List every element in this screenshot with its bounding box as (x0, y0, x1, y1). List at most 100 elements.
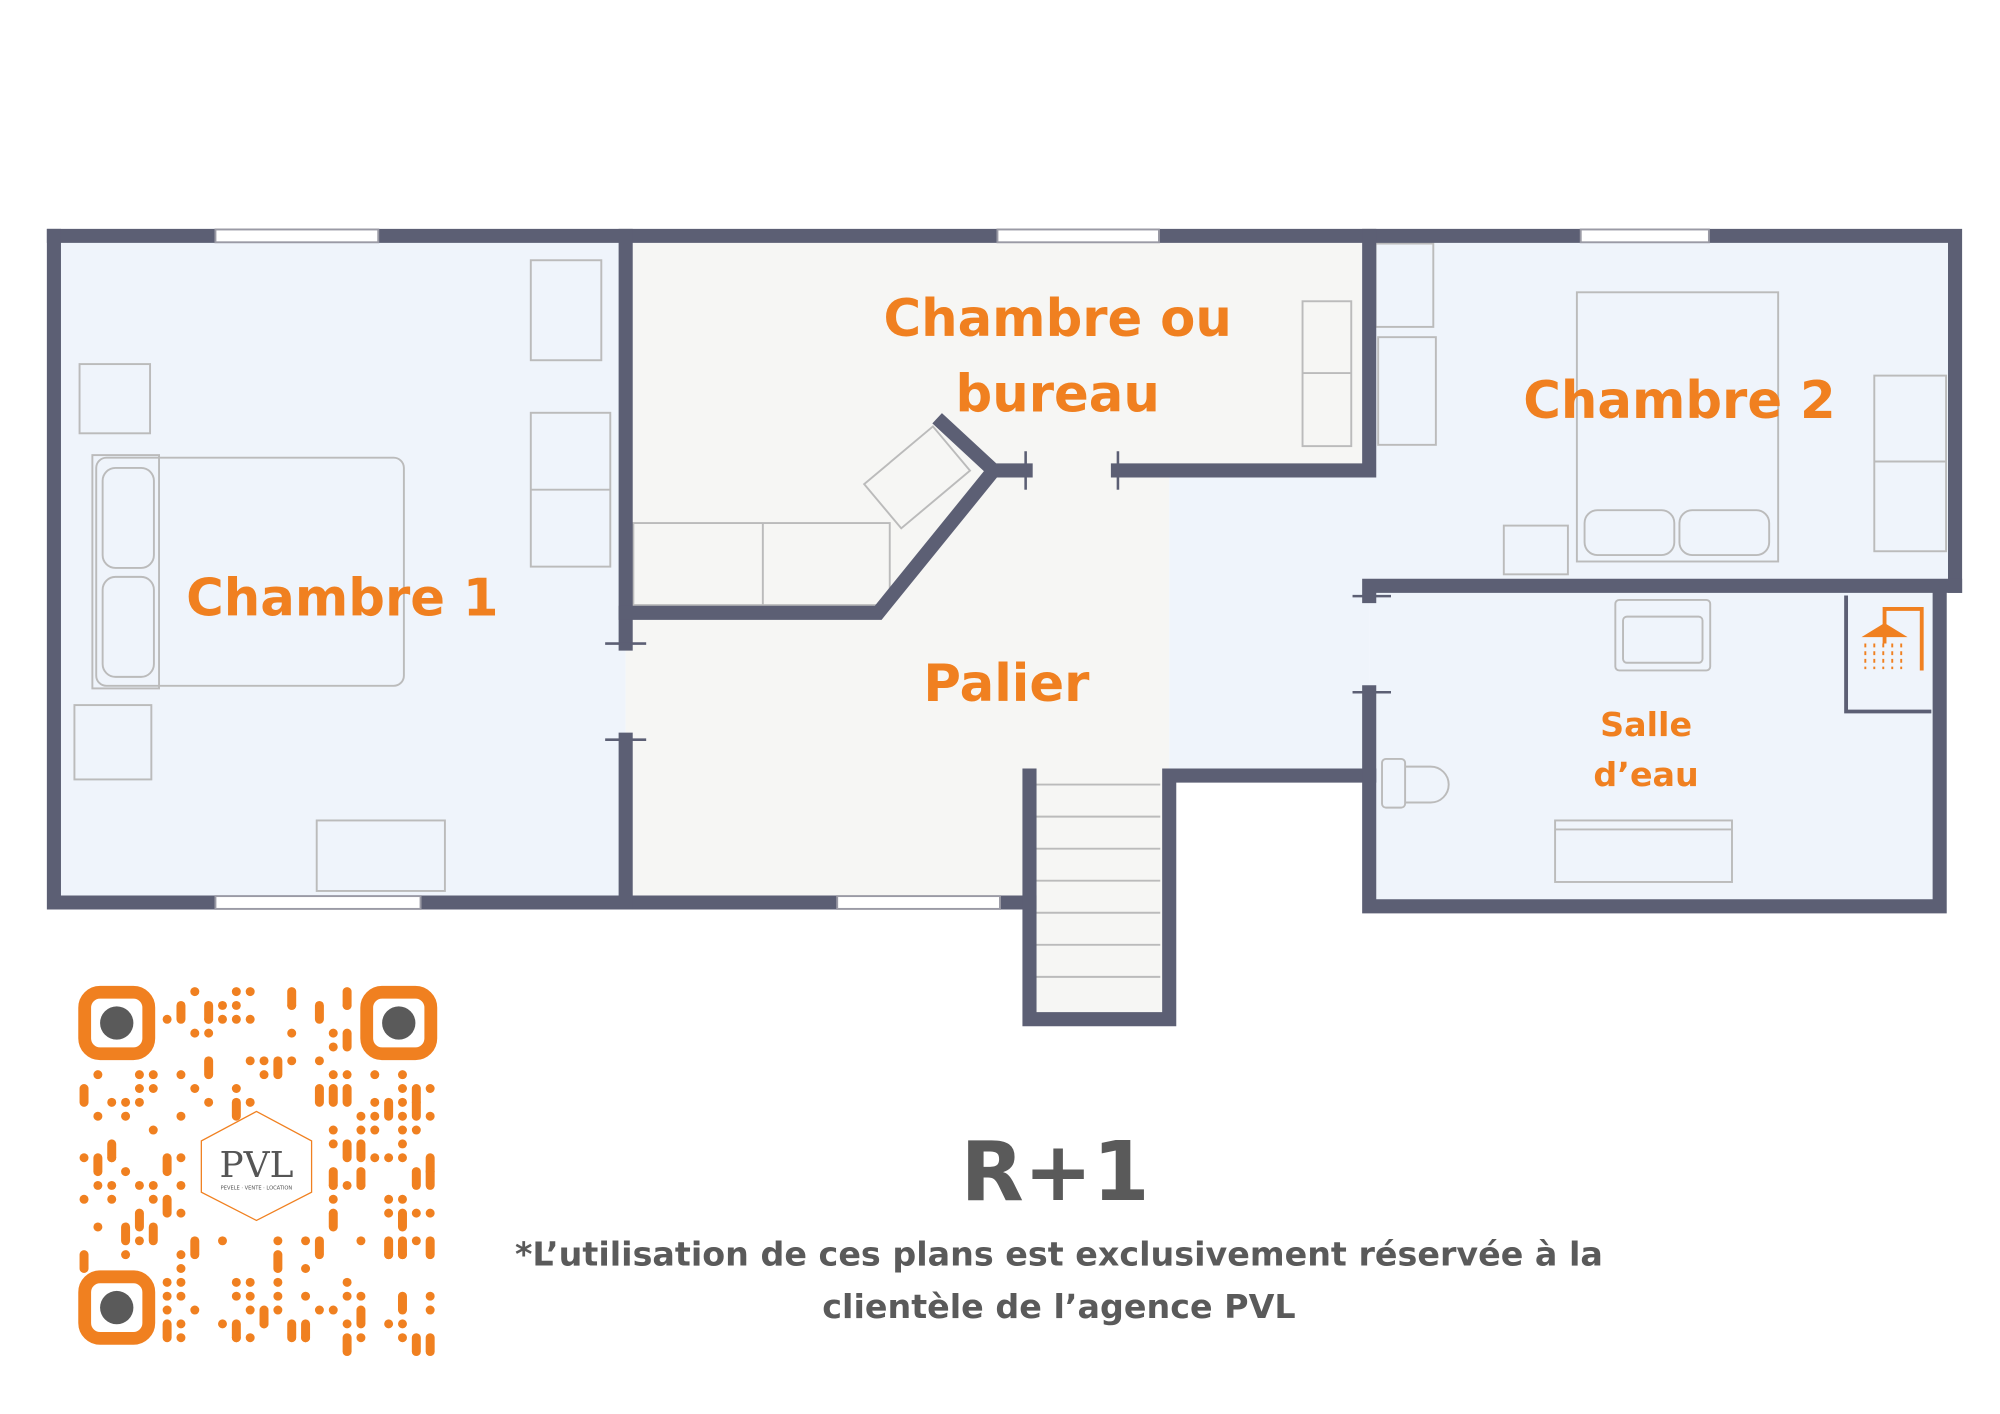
doors (605, 451, 1391, 741)
qr-module (328, 1139, 338, 1149)
qr-module (342, 1291, 352, 1301)
qr-module (273, 1250, 283, 1273)
qr-module (121, 1097, 131, 1107)
qr-module (245, 987, 255, 997)
qr-module (162, 1194, 172, 1218)
qr-module (425, 1333, 435, 1357)
qr-module (425, 1208, 435, 1218)
qr-module (384, 1097, 394, 1121)
qr-module (231, 1333, 241, 1343)
qr-module (176, 1291, 186, 1301)
qr-module (93, 1153, 103, 1177)
label-chambre-1: Chambre 1 (186, 568, 498, 628)
qr-module (328, 1208, 338, 1232)
qr-module (204, 1028, 214, 1038)
qr-module (314, 1305, 324, 1315)
qr-module (79, 1153, 89, 1163)
room-salle-deau (1369, 585, 1940, 907)
qr-code[interactable]: PVL PEVELE · VENTE · LOCATION (78, 985, 438, 1357)
qr-module (342, 1333, 352, 1357)
qr-module (231, 987, 241, 997)
qr-module (384, 1250, 394, 1260)
qr-module (93, 1180, 103, 1190)
qr-module (328, 1042, 338, 1052)
qr-module (231, 1014, 241, 1024)
qr-module (425, 1305, 435, 1315)
qr-module (328, 1084, 338, 1107)
qr-module (93, 1222, 103, 1232)
furniture (73, 242, 1948, 892)
qr-module (162, 1153, 172, 1177)
qr-module (287, 1319, 297, 1343)
label-bureau-2: bureau (956, 365, 1160, 425)
qr-module (397, 1084, 407, 1093)
qr-module (273, 1305, 283, 1315)
qr-finder (78, 985, 156, 1061)
qr-module (190, 1084, 200, 1093)
qr-module (162, 1277, 172, 1287)
label-bureau-1: Chambre ou (883, 289, 1231, 349)
qr-module (273, 1236, 283, 1246)
qr-logo-tagline: PEVELE · VENTE · LOCATION (221, 1186, 293, 1192)
qr-module (162, 1014, 172, 1024)
qr-module (342, 1084, 352, 1107)
qr-module (176, 1153, 186, 1163)
qr-module (134, 1084, 144, 1093)
qr-module (397, 1319, 407, 1329)
qr-module (397, 1097, 407, 1107)
disclaimer-line-1: *L’utilisation de ces plans est exclusiv… (515, 1234, 1603, 1273)
qr-module (134, 1097, 144, 1107)
qr-module (190, 987, 200, 997)
qr-module (425, 1291, 435, 1301)
floor-level: R+1 (961, 1125, 1150, 1220)
qr-module (397, 1208, 407, 1232)
qr-module (314, 1056, 324, 1066)
qr-module (134, 1208, 144, 1232)
disclaimer-line-2: clientèle de l’agence PVL (822, 1287, 1295, 1326)
qr-module (273, 1277, 283, 1287)
qr-module (328, 1194, 338, 1204)
qr-module (370, 1153, 380, 1163)
qr-module (245, 1097, 255, 1107)
qr-module (148, 1125, 158, 1135)
qr-module (397, 1250, 407, 1260)
qr-module (314, 1084, 324, 1107)
qr-module (190, 1028, 200, 1038)
qr-module (356, 1291, 366, 1301)
stair-steps (1035, 783, 1161, 978)
qr-module (190, 1305, 200, 1315)
qr-module (259, 1056, 269, 1066)
qr-logo: PVL PEVELE · VENTE · LOCATION (200, 1110, 313, 1222)
qr-module (148, 1194, 158, 1204)
qr-module (176, 1277, 186, 1287)
walls (46, 228, 1963, 1027)
qr-module (328, 1028, 338, 1038)
qr-module (107, 1194, 117, 1204)
qr-module (148, 1180, 158, 1190)
qr-module (314, 1000, 324, 1024)
qr-module (370, 1111, 380, 1121)
qr-module (107, 1153, 117, 1163)
shower-icon (1861, 607, 1924, 671)
qr-module (411, 1236, 421, 1246)
qr-module (93, 1070, 103, 1080)
qr-module (342, 1139, 352, 1163)
room-chambre-2 (1169, 235, 1956, 776)
qr-module (384, 1319, 394, 1329)
qr-module (162, 1319, 172, 1343)
qr-module (384, 1153, 394, 1163)
qr-module (176, 1264, 186, 1273)
staircase (1029, 775, 1170, 1020)
qr-module (287, 1000, 297, 1010)
qr-module (370, 1070, 380, 1080)
qr-module (121, 1222, 131, 1246)
qr-module (356, 1305, 366, 1329)
windows (214, 228, 1710, 910)
qr-module (397, 1194, 407, 1204)
qr-module (134, 1236, 144, 1246)
qr-module (411, 1333, 421, 1357)
qr-module (134, 1070, 144, 1080)
qr-module (384, 1194, 394, 1204)
qr-module (121, 1250, 131, 1260)
qr-module (397, 1153, 407, 1163)
